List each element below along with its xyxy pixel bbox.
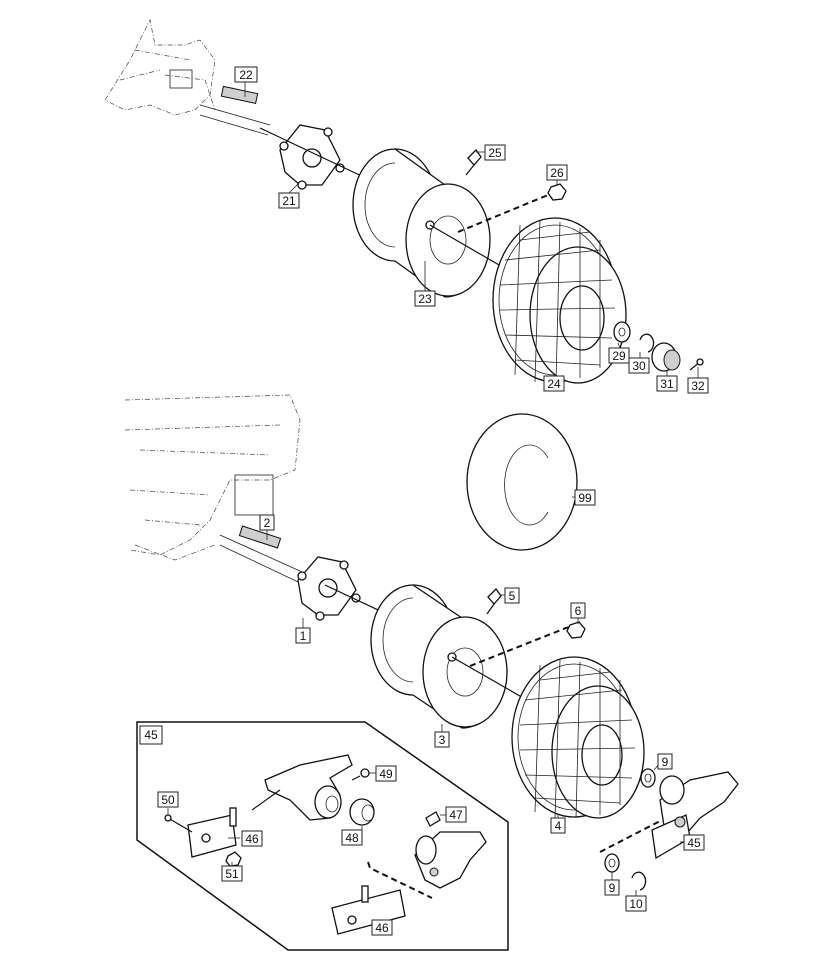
svg-text:24: 24 — [547, 377, 561, 391]
svg-text:2: 2 — [264, 516, 271, 530]
tire-24 — [492, 217, 627, 384]
label-22: 22 — [234, 66, 258, 83]
label-46-bottom: 46 — [371, 919, 393, 936]
washer-9-bottom — [604, 853, 620, 873]
label-9-top: 9 — [657, 753, 673, 770]
svg-text:31: 31 — [660, 377, 674, 391]
grease-47 — [425, 811, 441, 827]
hub-1 — [297, 556, 361, 621]
label-26: 26 — [546, 164, 568, 181]
bracket-assembly — [414, 831, 487, 889]
label-23: 23 — [414, 290, 436, 307]
label-49: 49 — [375, 765, 397, 782]
svg-text:46: 46 — [375, 921, 389, 935]
label-29: 29 — [608, 347, 630, 364]
washer-29 — [613, 321, 631, 343]
label-51: 51 — [221, 865, 243, 882]
svg-text:4: 4 — [555, 819, 562, 833]
arm-assembly — [251, 754, 353, 821]
cap-31 — [651, 342, 681, 372]
label-99: 99 — [574, 489, 596, 506]
washer-9-top — [640, 768, 656, 788]
label-47: 47 — [445, 806, 467, 823]
svg-text:9: 9 — [662, 755, 669, 769]
label-46-top: 46 — [241, 830, 263, 847]
valve-25 — [465, 148, 482, 176]
inner-tube-99 — [466, 413, 578, 551]
label-9-bottom: 9 — [604, 879, 620, 896]
label-48: 48 — [341, 829, 363, 846]
svg-text:26: 26 — [550, 166, 564, 180]
nut-6 — [566, 621, 586, 639]
svg-text:22: 22 — [239, 68, 253, 82]
bolt-32 — [689, 358, 704, 371]
bolt-50 — [164, 814, 193, 833]
clip-10 — [631, 871, 647, 891]
svg-text:32: 32 — [691, 379, 705, 393]
label-6: 6 — [570, 602, 586, 619]
svg-text:9: 9 — [609, 881, 616, 895]
label-45: 45 — [683, 834, 705, 851]
label-30: 30 — [628, 357, 650, 374]
inset-title: 45 — [144, 728, 158, 742]
label-3: 3 — [434, 731, 450, 748]
svg-text:49: 49 — [379, 767, 393, 781]
label-10: 10 — [625, 895, 647, 912]
inset-panel: 45 — [136, 721, 509, 951]
svg-text:48: 48 — [345, 831, 359, 845]
svg-text:51: 51 — [225, 867, 239, 881]
label-24: 24 — [543, 375, 565, 392]
rim-3 — [370, 584, 508, 729]
hub-21 — [279, 124, 345, 190]
label-4: 4 — [550, 817, 566, 834]
label-50: 50 — [157, 791, 179, 808]
svg-text:1: 1 — [300, 629, 307, 643]
svg-text:99: 99 — [578, 491, 592, 505]
svg-text:29: 29 — [612, 349, 626, 363]
plate-46-top — [187, 807, 237, 858]
inset-title-box — [139, 725, 163, 745]
label-2: 2 — [259, 514, 275, 531]
svg-text:6: 6 — [575, 604, 582, 618]
svg-text:21: 21 — [282, 194, 296, 208]
plate-46-bottom — [331, 885, 406, 935]
clip-30 — [639, 333, 655, 353]
svg-text:3: 3 — [439, 733, 446, 747]
valve-5 — [486, 587, 502, 615]
label-32: 32 — [687, 377, 709, 394]
svg-text:50: 50 — [161, 793, 175, 807]
svg-text:30: 30 — [632, 359, 646, 373]
top-frame-sketch — [104, 18, 216, 116]
svg-text:23: 23 — [418, 292, 432, 306]
bottom-frame-sketch — [124, 394, 301, 561]
bushing-48 — [349, 798, 375, 826]
svg-text:10: 10 — [629, 897, 643, 911]
svg-text:45: 45 — [687, 836, 701, 850]
rim-23 — [352, 148, 491, 298]
label-5: 5 — [504, 587, 520, 604]
nut-51 — [225, 851, 242, 867]
top-axle-sketch — [199, 85, 271, 136]
label-1: 1 — [295, 627, 311, 644]
label-31: 31 — [656, 375, 678, 392]
svg-text:47: 47 — [449, 808, 463, 822]
svg-text:25: 25 — [488, 146, 502, 160]
nut-26 — [547, 183, 567, 201]
svg-text:5: 5 — [509, 589, 516, 603]
label-25: 25 — [484, 144, 506, 161]
svg-text:46: 46 — [245, 832, 259, 846]
tire-4 — [511, 656, 645, 819]
label-21: 21 — [278, 192, 300, 209]
pivot-bracket-45 — [651, 771, 739, 860]
nipple-49 — [351, 768, 370, 781]
part-labels: 22 21 25 26 23 24 29 30 31 32 99 2 5 6 1… — [157, 66, 709, 936]
